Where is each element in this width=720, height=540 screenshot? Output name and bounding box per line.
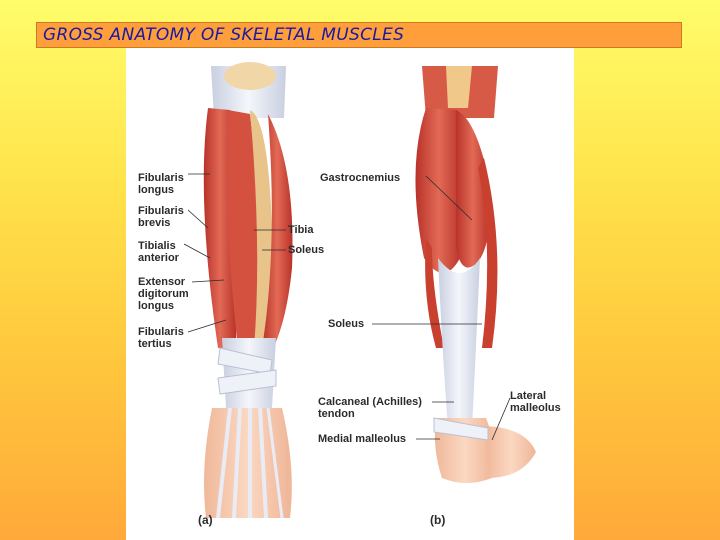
label-calcaneal-tendon: Calcaneal (Achilles) tendon bbox=[318, 396, 422, 420]
slide-title: GROSS ANATOMY OF SKELETAL MUSCLES bbox=[43, 25, 405, 45]
anterior-leg bbox=[203, 62, 293, 519]
label-tibialis-anterior: Tibialis anterior bbox=[138, 240, 179, 264]
panel-a-label: (a) bbox=[198, 513, 213, 527]
posterior-leg bbox=[415, 66, 536, 483]
label-fibularis-brevis: Fibularis brevis bbox=[138, 205, 184, 229]
label-tibia: Tibia bbox=[288, 224, 314, 236]
anatomy-figure: Fibularis longus Fibularis brevis Tibial… bbox=[126, 48, 574, 540]
label-gastrocnemius: Gastrocnemius bbox=[320, 172, 401, 184]
label-soleus-anterior: Soleus bbox=[288, 244, 325, 256]
label-lateral-malleolus: Lateral malleolus bbox=[510, 390, 561, 414]
label-soleus-posterior: Soleus bbox=[328, 318, 365, 330]
label-fibularis-longus: Fibularis longus bbox=[138, 172, 184, 196]
label-extensor-digitorum-longus: Extensor digitorum longus bbox=[138, 276, 189, 312]
label-fibularis-tertius: Fibularis tertius bbox=[138, 326, 184, 350]
leg-illustration bbox=[183, 62, 536, 519]
label-medial-malleolus: Medial malleolus bbox=[318, 433, 407, 445]
leader-lines bbox=[183, 173, 511, 441]
title-bar: GROSS ANATOMY OF SKELETAL MUSCLES bbox=[36, 22, 682, 48]
panel-b-label: (b) bbox=[430, 513, 446, 527]
